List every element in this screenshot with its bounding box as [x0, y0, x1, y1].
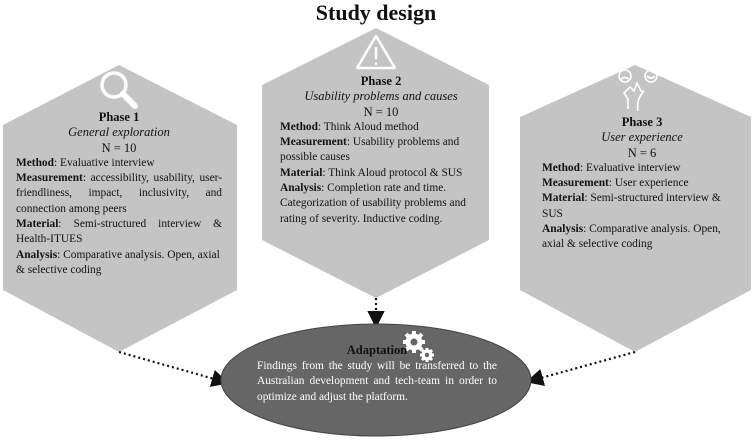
- adaptation-text: Adaptation Findings from the study will …: [257, 343, 497, 405]
- phase-3-measurement: Measurement: User experience: [542, 177, 689, 190]
- phase-1-method: Method: Evaluative interview: [16, 156, 155, 169]
- user-experience-icon: [618, 69, 658, 112]
- phase-3-analysis: Analysis: Comparative analysis. Open, ax…: [542, 223, 721, 251]
- warning-icon: [355, 34, 397, 70]
- phase-2-text: Phase 2 Usability problems and causes N …: [280, 74, 482, 227]
- phase-1-connector: [118, 350, 230, 387]
- phase-1-title: Phase 1: [98, 110, 140, 124]
- phase-2-measurement: Measurement: Usability problems and poss…: [280, 136, 460, 164]
- gears-icon: [403, 331, 434, 362]
- phase-1-subtitle: General exploration: [68, 125, 170, 140]
- phase-3-text: Phase 3 User experience N = 6 Method: Ev…: [542, 115, 742, 253]
- phase-3-hexagon: [520, 65, 751, 352]
- adaptation-title: Adaptation: [346, 343, 408, 357]
- phase-2-title: Phase 2: [360, 74, 402, 88]
- phase-3-connector: [525, 350, 636, 386]
- phase-2-hexagon: [262, 28, 489, 298]
- phase-1-text: Phase 1 General exploration N = 10 Metho…: [16, 110, 222, 278]
- adaptation-ellipse: [220, 323, 532, 437]
- adaptation-description: Findings from the study will be transfer…: [257, 359, 497, 403]
- phase-2-analysis: Analysis: Completion rate and time. Cate…: [280, 182, 467, 225]
- phase-1-measurement: Measurement: accessibility, usability, u…: [16, 172, 222, 215]
- phase-3-material: Material: Semi-structured interview & SU…: [542, 192, 721, 220]
- diagram-title: Study design: [315, 0, 437, 25]
- phase-1-hexagon: [3, 65, 237, 352]
- phase-3-title: Phase 3: [621, 115, 663, 129]
- phase-2-sample-size: N = 10: [363, 104, 399, 119]
- phase-3-sample-size: N = 6: [627, 145, 657, 160]
- magnifier-icon: [100, 71, 138, 109]
- phase-2-method: Method: Think Aloud method: [280, 120, 419, 133]
- phase-2-material: Material: Think Aloud protocol & SUS: [280, 166, 463, 179]
- phase-1-analysis: Analysis: Comparative analysis. Open, ax…: [16, 248, 220, 276]
- phase-2-subtitle: Usability problems and causes: [304, 89, 458, 104]
- phase-1-material: Material: Semi-structured interview & He…: [16, 218, 222, 246]
- phase-1-sample-size: N = 10: [101, 140, 137, 155]
- phase-3-subtitle: User experience: [601, 130, 683, 145]
- phase-3-method: Method: Evaluative interview: [542, 161, 681, 174]
